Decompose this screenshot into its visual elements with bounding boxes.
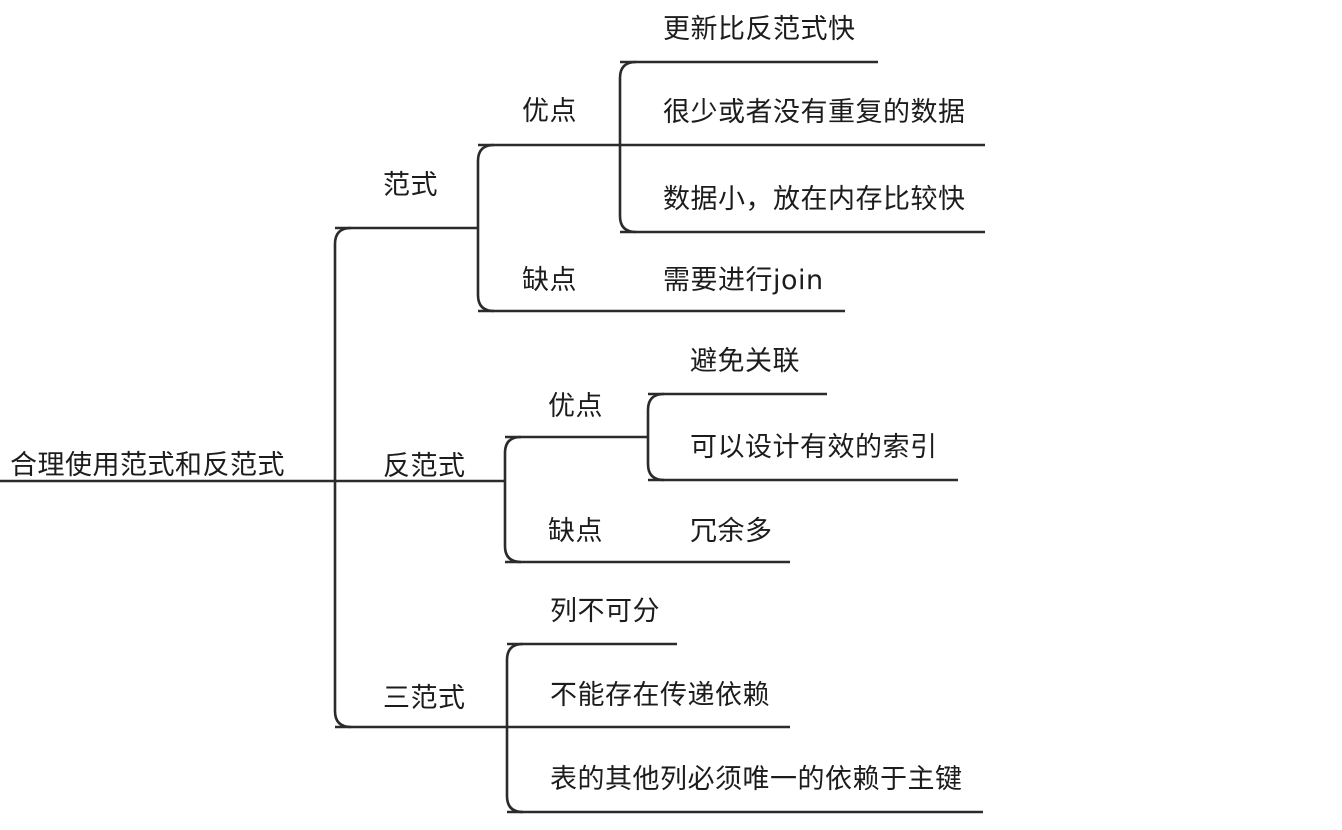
leaf-label-fanshi-quedian-0[interactable]: 需要进行join [663,265,824,296]
branch-label-sanfanshi[interactable]: 三范式 [383,683,466,714]
leaf-label-fanfanshi-youdian-0[interactable]: 避免关联 [690,346,800,377]
leaf-label-sanfanshi-leaves-2[interactable]: 表的其他列必须唯一的依赖于主键 [550,764,963,795]
sanfanshi-trunk [505,642,524,814]
leaf-label-fanshi-youdian-0[interactable]: 更新比反范式快 [663,14,856,45]
subbranch-label-fanfanshi-quedian[interactable]: 缺点 [548,516,603,547]
leaf-label-fanfanshi-quedian-0[interactable]: 冗余多 [690,516,773,547]
root-trunk [333,226,352,729]
subbranch-label-fanshi-quedian[interactable]: 缺点 [522,265,577,296]
fanshi-trunk [476,143,495,313]
fanfanshi-youdian-trunk [646,392,665,482]
branch-label-fanshi[interactable]: 范式 [383,170,438,201]
fanshi-youdian-trunk [618,60,637,234]
leaf-label-sanfanshi-leaves-0[interactable]: 列不可分 [550,596,660,627]
leaf-label-sanfanshi-leaves-1[interactable]: 不能存在传递依赖 [550,680,770,711]
subbranch-label-fanfanshi-youdian[interactable]: 优点 [548,391,603,422]
branch-label-fanfanshi[interactable]: 反范式 [383,451,466,482]
leaf-label-fanshi-youdian-1[interactable]: 很少或者没有重复的数据 [663,97,966,128]
subbranch-label-fanshi-youdian[interactable]: 优点 [522,96,577,127]
fanfanshi-trunk [503,435,522,564]
leaf-label-fanfanshi-youdian-1[interactable]: 可以设计有效的索引 [690,432,938,463]
root-node-label[interactable]: 合理使用范式和反范式 [10,450,285,481]
leaf-label-fanshi-youdian-2[interactable]: 数据小，放在内存比较快 [663,184,966,215]
